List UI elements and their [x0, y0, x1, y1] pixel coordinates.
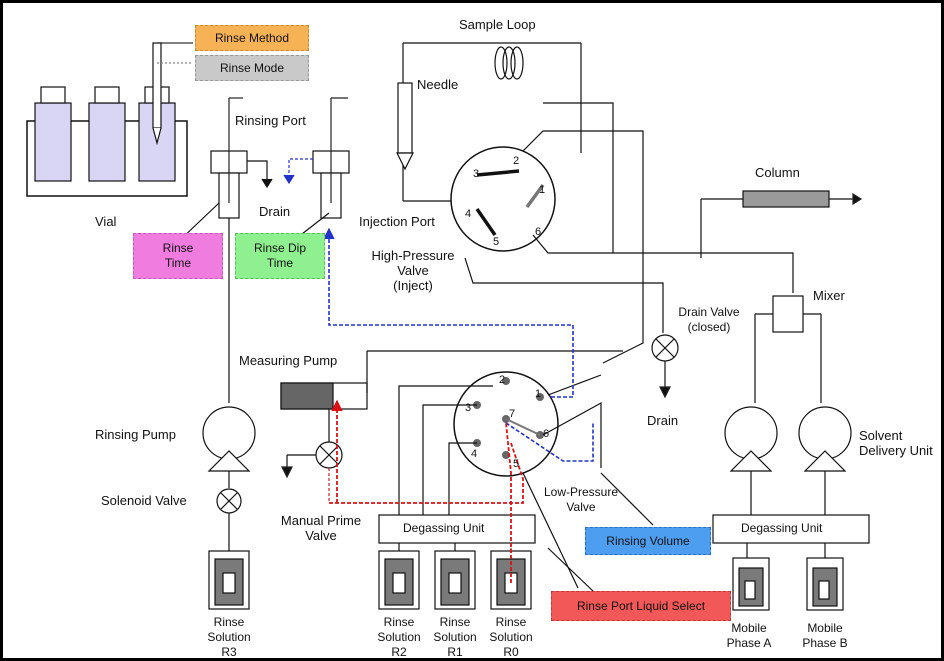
hp-port-4: 4	[465, 208, 472, 220]
sample-loop-coil	[494, 46, 524, 80]
rinse-method-tag: Rinse Method	[195, 25, 309, 51]
needle	[397, 82, 413, 154]
column-label: Column	[755, 165, 800, 180]
vial-1	[34, 86, 72, 182]
hp-port-3: 3	[473, 168, 480, 180]
solvent-delivery-label: Solvent Delivery Unit	[859, 428, 933, 458]
bottle-mobile-b	[806, 557, 844, 611]
degassing-unit-right	[712, 514, 870, 544]
lp-port-3: 3	[465, 402, 472, 414]
lp-port-5: 5	[513, 458, 520, 470]
rinsing-port-label: Rinsing Port	[235, 113, 306, 128]
hp-port-6: 6	[535, 226, 542, 238]
rinse-r2-label: Rinse Solution R2	[377, 615, 421, 659]
lp-port-4: 4	[471, 448, 478, 460]
solenoid-valve-label: Solenoid Valve	[101, 493, 187, 508]
bottle-r2	[378, 550, 420, 610]
red-flow-path	[505, 422, 512, 583]
rinse-mode-tag: Rinse Mode	[195, 55, 309, 81]
lp-valve-label: Low-Pressure Valve	[543, 485, 619, 514]
mixer-label: Mixer	[813, 288, 845, 303]
mobile-b-label: Mobile Phase B	[802, 621, 848, 650]
rinsing-port-right	[312, 97, 350, 219]
measuring-pump-label: Measuring Pump	[239, 353, 338, 368]
drain-arrow-right	[288, 158, 313, 179]
bottle-mobile-a	[732, 557, 770, 611]
needle-label: Needle	[417, 77, 459, 92]
manual-prime-valve	[315, 441, 343, 469]
rinsing-port-left	[210, 97, 248, 219]
rinse-r0-label: Rinse Solution R0	[489, 615, 533, 659]
lp-port-1: 1	[535, 388, 542, 400]
vial-label: Vial	[95, 214, 117, 229]
solenoid-valve	[216, 488, 242, 514]
high-pressure-valve	[450, 146, 556, 252]
bottle-r1	[434, 550, 476, 610]
mobile-a-label: Mobile Phase A	[726, 621, 772, 650]
sample-loop-label: Sample Loop	[459, 17, 536, 32]
drain-valve	[651, 334, 679, 362]
flow-diagram	[26, 42, 870, 611]
rinsing-volume-tag: Rinsing Volume	[585, 527, 711, 555]
rinsing-pump-label: Rinsing Pump	[95, 427, 176, 442]
pump-a	[724, 406, 778, 515]
manual-prime-valve-label: Manual Prime Valve	[280, 513, 362, 543]
rinse-time-tag: Rinse Time	[133, 233, 223, 279]
rinse-dip-time-tag: Rinse Dip Time	[235, 233, 325, 279]
column	[742, 190, 830, 208]
hp-port-5: 5	[493, 236, 500, 248]
injection-port-label: Injection Port	[359, 214, 435, 229]
vial-2	[88, 86, 126, 182]
vial-needle	[152, 42, 162, 129]
lp-port-2: 2	[499, 374, 506, 386]
lp-port-7: 7	[509, 408, 516, 420]
drain-arrow-left	[247, 160, 268, 183]
drain-right-label: Drain	[647, 413, 679, 428]
hp-port-1: 1	[539, 184, 546, 196]
degassing-unit-right-label: Degassing Unit	[741, 521, 823, 535]
degassing-unit-left	[378, 514, 536, 544]
rinse-r1-label: Rinse Solution R1	[433, 615, 477, 659]
degassing-unit-left-label: Degassing Unit	[403, 521, 485, 535]
rinse-r3-label: Rinse Solution R3	[207, 615, 251, 659]
mixer	[772, 295, 804, 333]
blue-flow-path	[328, 233, 574, 398]
bottle-r3	[208, 550, 250, 610]
drain-valve-label: Drain Valve (closed)	[678, 305, 740, 334]
rinsing-pump	[202, 406, 256, 472]
rinse-port-liquid-select-tag: Rinse Port Liquid Select	[551, 591, 731, 621]
blue-flow-path-2	[505, 422, 594, 462]
hp-port-2: 2	[513, 155, 520, 167]
drain-top-label: Drain	[259, 204, 291, 219]
hp-valve-label: High-Pressure Valve (Inject)	[371, 248, 455, 293]
lp-port-6: 6	[543, 428, 550, 440]
pump-b	[798, 406, 852, 515]
